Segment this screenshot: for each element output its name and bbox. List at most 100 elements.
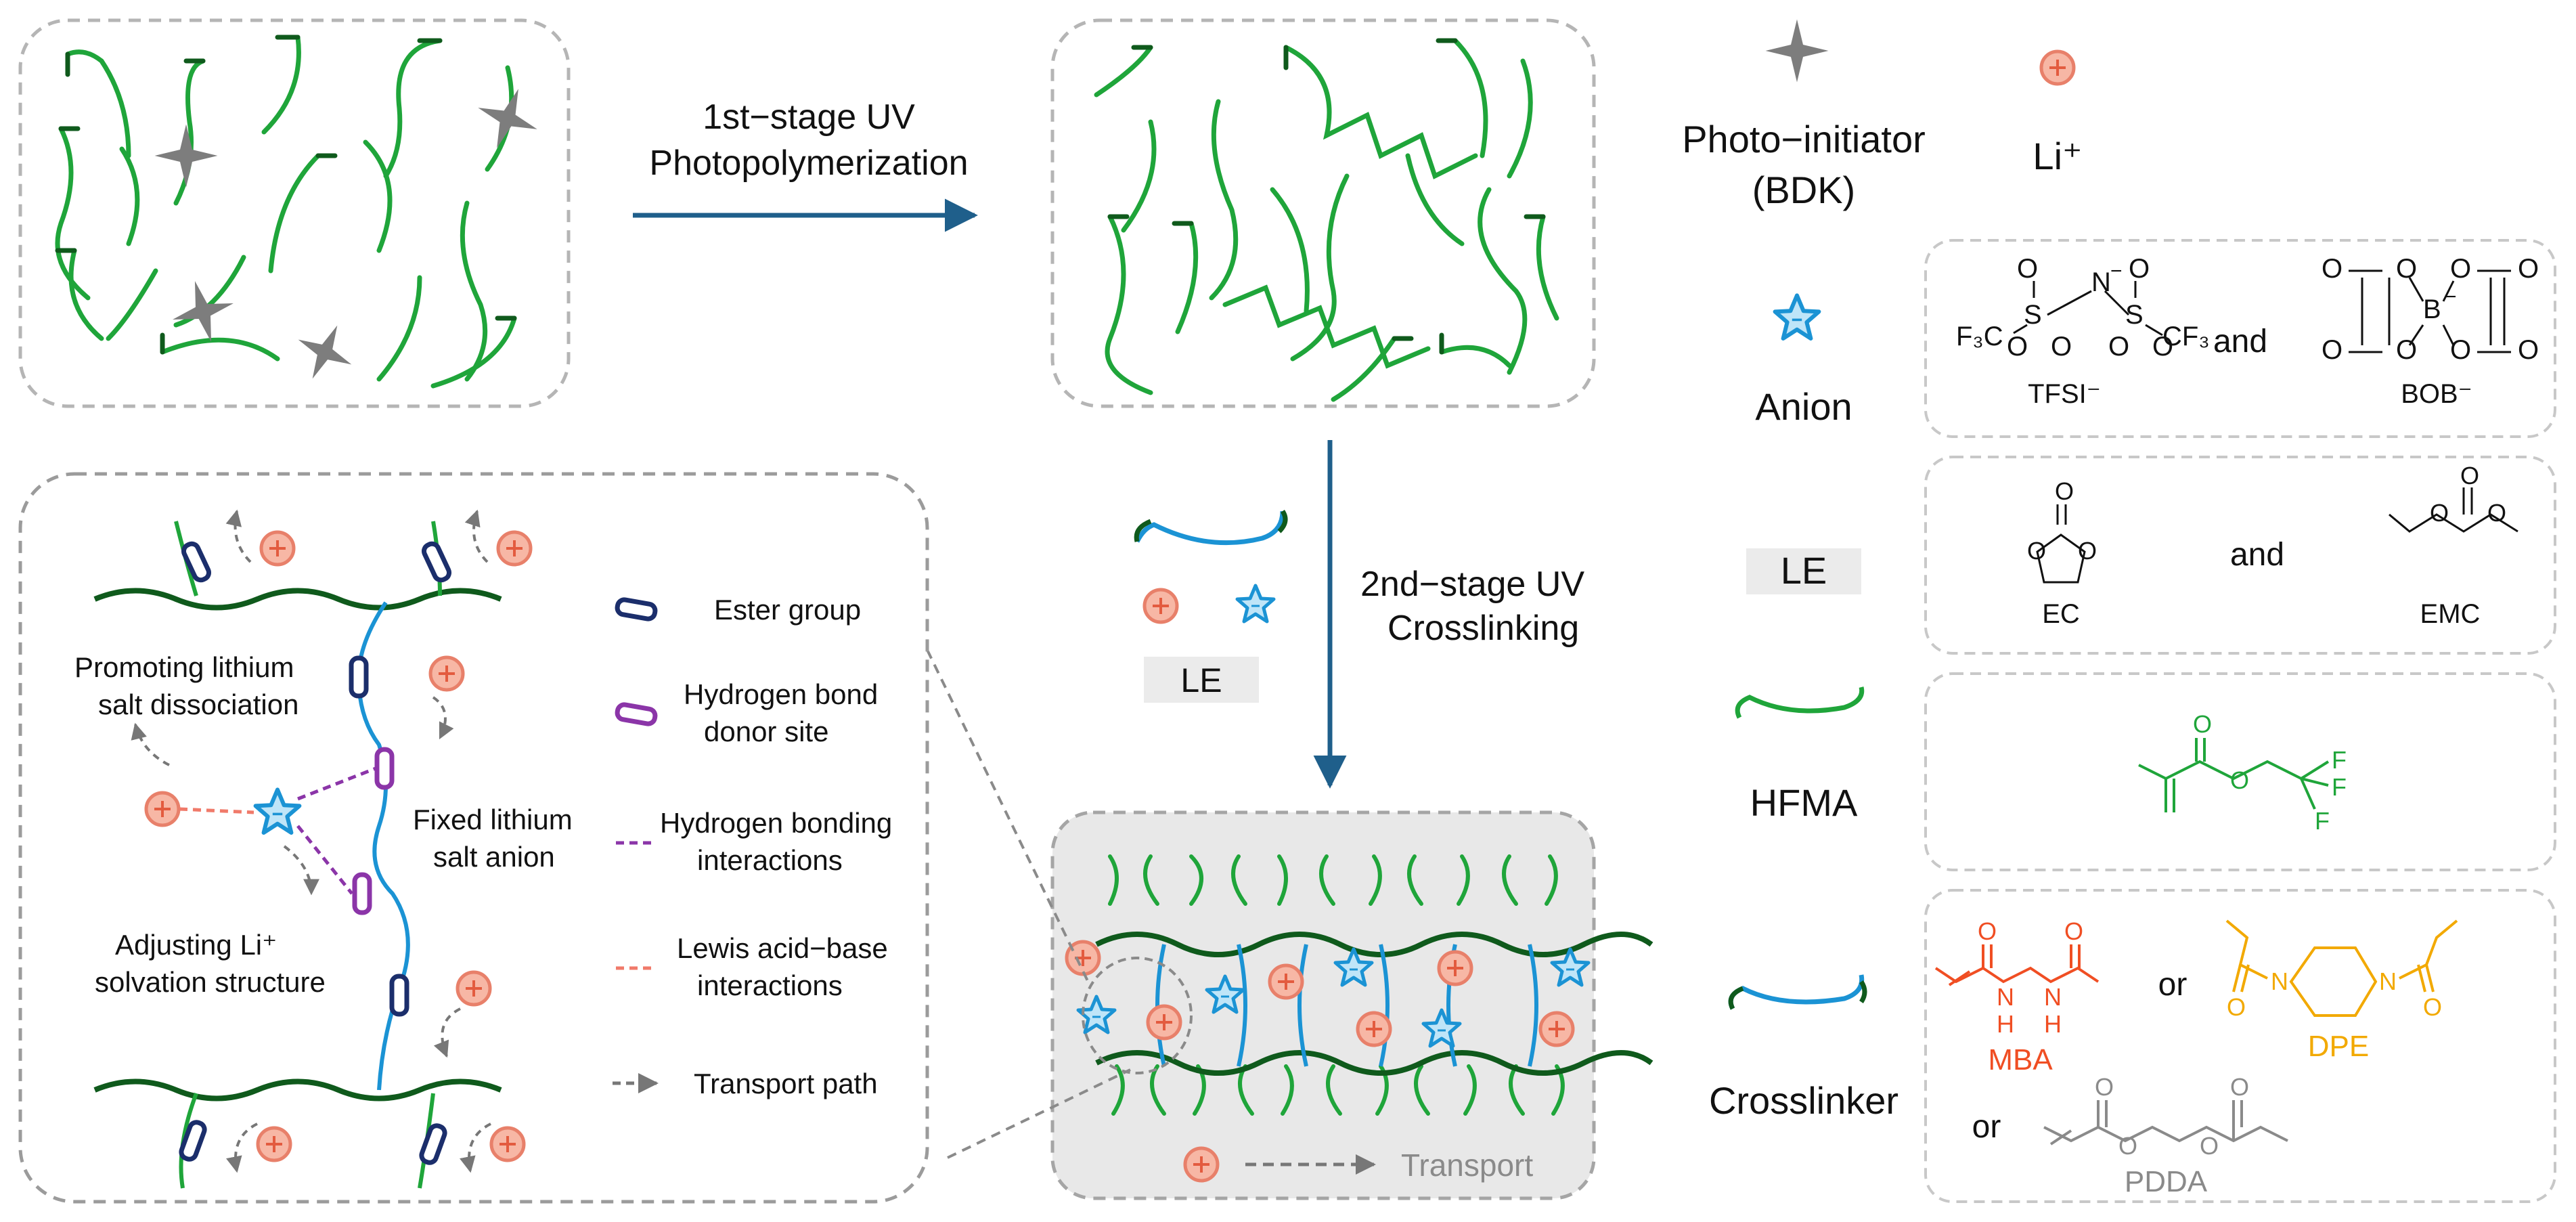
- svg-text:F: F: [2332, 746, 2347, 774]
- hbond-donor-icon: [377, 749, 392, 787]
- svg-text:O: O: [2064, 917, 2083, 945]
- transport-label: Transport: [1401, 1148, 1533, 1183]
- ester-group-icon: [422, 542, 451, 582]
- svg-text:O: O: [2450, 254, 2471, 284]
- svg-text:O: O: [2230, 1073, 2249, 1101]
- anion-icon: [256, 789, 300, 833]
- li-ion-icon: [2041, 51, 2074, 84]
- ester-group-icon: [181, 542, 211, 582]
- li-ion-icon: [261, 532, 294, 565]
- hbond-donor-icon: [355, 875, 370, 913]
- hfma-icon: [1735, 686, 1865, 719]
- arrow-stage1: 1st−stage UV Photopolymerization: [633, 97, 978, 232]
- svg-text:O: O: [2027, 537, 2046, 565]
- li-ion-icon: [146, 793, 179, 825]
- stage2-label-line1: 2nd−stage UV: [1360, 565, 1584, 604]
- svg-text:O: O: [2118, 1132, 2137, 1160]
- ester-group-icon: [392, 976, 407, 1014]
- svg-text:O: O: [2518, 335, 2539, 365]
- svg-text:O: O: [2108, 332, 2129, 362]
- svg-text:O: O: [2017, 254, 2038, 284]
- adjusting-label-1: Adjusting Li⁺: [115, 929, 277, 961]
- li-ion-icon: [1148, 1006, 1180, 1039]
- tfsi-cf3-right: CF₃: [2162, 322, 2210, 351]
- li-label: Li⁺: [2033, 135, 2082, 177]
- pdda-label: PDDA: [2125, 1165, 2208, 1198]
- li-ion-icon: [491, 1128, 524, 1160]
- photoinitiator-label-1: Photo−initiator: [1682, 118, 1926, 160]
- bob-label: BOB⁻: [2401, 379, 2472, 409]
- tfsi-label: TFSI⁻: [2028, 379, 2101, 409]
- svg-text:O: O: [2487, 499, 2506, 527]
- legend-ester-label: Ester group: [714, 594, 861, 626]
- photoinitiator-icon: [467, 78, 548, 159]
- svg-text:O: O: [2230, 766, 2249, 794]
- crosslinker-label: Crosslinker: [1709, 1079, 1898, 1122]
- svg-text:N: N: [2379, 967, 2397, 995]
- crosslinker-icon: [1134, 510, 1285, 546]
- anion-icon: [1237, 586, 1274, 621]
- li-ion-icon: [258, 1128, 290, 1160]
- li-ion-icon: [1270, 965, 1302, 998]
- anion-icon: [1775, 295, 1819, 339]
- svg-text:O: O: [2200, 1132, 2219, 1160]
- fixed-label-2: salt anion: [433, 841, 555, 873]
- li-ion-icon: [1185, 1148, 1218, 1181]
- stage1-label-line1: 1st−stage UV: [703, 97, 915, 137]
- hbond-donor-icon: [617, 703, 657, 724]
- svg-text:F: F: [2315, 807, 2330, 835]
- promoting-label-1: Promoting lithium: [74, 651, 294, 683]
- photoinitiator-icon: [1765, 19, 1829, 83]
- svg-text:O: O: [2193, 710, 2212, 738]
- svg-text:O: O: [2078, 537, 2097, 565]
- mba-label: MBA: [1988, 1043, 2053, 1076]
- crosslinker-icon: [1728, 974, 1865, 1010]
- ester-group-icon: [179, 1120, 206, 1161]
- svg-text:O: O: [2322, 335, 2342, 365]
- svg-text:O: O: [2396, 254, 2417, 284]
- svg-text:O: O: [2423, 993, 2442, 1021]
- legend-hbonding-label-2: interactions: [697, 844, 843, 876]
- svg-text:N: N: [1997, 983, 2014, 1011]
- or-label-1: or: [2158, 967, 2188, 1003]
- svg-text:O: O: [2518, 254, 2539, 284]
- legend-hbond-label-2: donor site: [704, 716, 828, 747]
- svg-text:O: O: [2450, 335, 2471, 365]
- hfma-structure-box: O O F F F: [1924, 672, 2556, 871]
- li-ion-icon: [1145, 590, 1177, 622]
- legend-column: Photo−initiator (BDK) Li⁺ Anion LE HFMA …: [1682, 19, 2083, 1122]
- photoinitiator-icon: [286, 313, 364, 391]
- photoinitiator-label-2: (BDK): [1752, 169, 1855, 211]
- svg-text:O: O: [2152, 332, 2173, 362]
- li-ion-icon: [458, 972, 490, 1005]
- ester-group-icon: [351, 658, 366, 696]
- panel-crosslinked: Transport: [1050, 810, 1653, 1200]
- svg-text:F: F: [2332, 773, 2347, 801]
- legend-hbond-label-1: Hydrogen bond: [684, 678, 878, 710]
- svg-text:O: O: [2460, 462, 2479, 489]
- legend-hbonding-label-1: Hydrogen bonding: [660, 807, 892, 839]
- anion-structures-box: F₃C S N − S CF₃ O O O O O O TFSI⁻ and O …: [1924, 239, 2556, 438]
- ester-group-icon: [617, 598, 657, 619]
- svg-text:O: O: [2227, 993, 2246, 1021]
- legend-lewis-label-1: Lewis acid−base: [677, 932, 888, 964]
- svg-text:B: B: [2423, 294, 2441, 324]
- stage1-label-line2: Photopolymerization: [649, 144, 968, 183]
- or-label-2: or: [1972, 1109, 2001, 1145]
- li-ion-icon: [1439, 952, 1471, 984]
- svg-text:−: −: [2110, 260, 2123, 282]
- anion-and-label: and: [2213, 324, 2267, 359]
- arrow-stage2: 2nd−stage UV Crosslinking LE: [1134, 440, 1584, 789]
- svg-text:O: O: [2055, 477, 2074, 505]
- le-label: LE: [1180, 661, 1222, 699]
- anion-label: Anion: [1755, 385, 1852, 428]
- photoinitiator-icon: [154, 124, 218, 188]
- svg-text:H: H: [2044, 1010, 2062, 1038]
- panel-polymer: [1050, 18, 1596, 408]
- li-ion-icon: [1540, 1013, 1573, 1045]
- li-ion-icon: [430, 657, 463, 690]
- crosslinker-structures-box: O O N H N H MBA or N N O O DPE or: [1924, 889, 2556, 1203]
- svg-text:O: O: [2095, 1073, 2114, 1101]
- svg-text:O: O: [2129, 254, 2150, 284]
